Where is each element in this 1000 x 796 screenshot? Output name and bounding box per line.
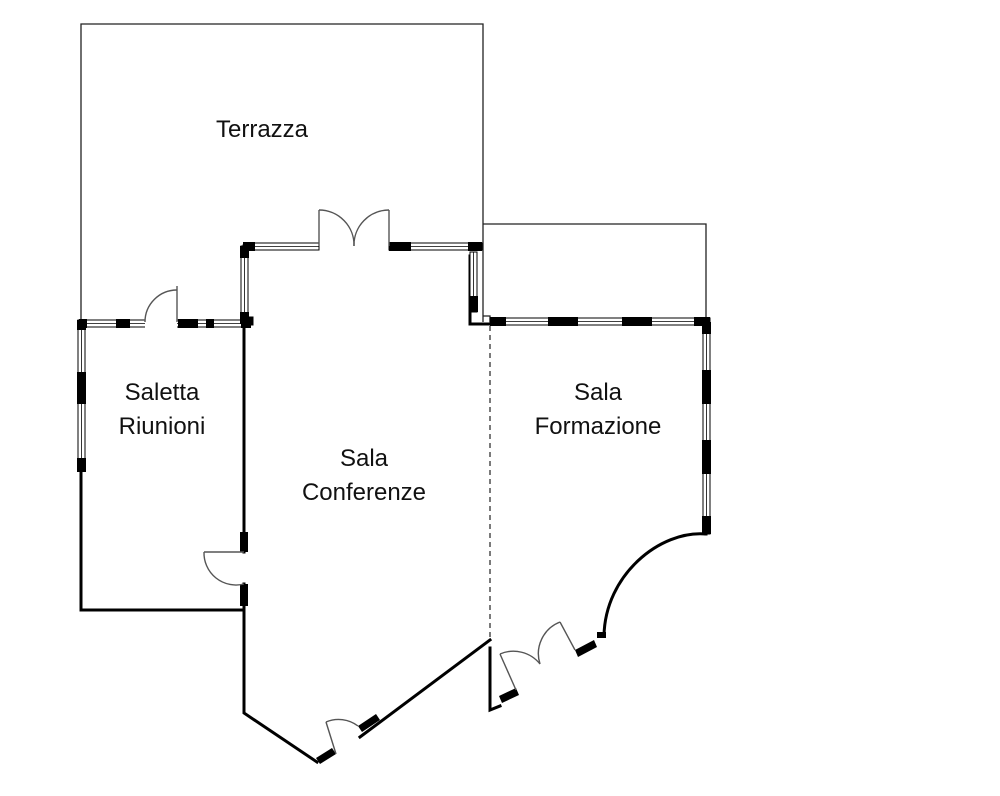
room-label-saletta-line2: Riunioni [118,413,206,440]
room-label-saletta-line1: Saletta [124,379,200,406]
window-conferenze-right [469,251,478,313]
window-saletta-left [77,319,86,472]
annex-outline [483,223,707,322]
room-label-formazione-line2: Formazione [534,413,662,440]
window-conferenze-left [240,245,249,324]
room-label-sala-conferenze: Sala Conferenze [272,442,456,510]
terrazza-outline [80,23,484,322]
doors [144,209,576,755]
curved-wall [602,532,707,637]
room-label-formazione-line1: Sala [573,379,623,406]
room-label-conferenze-line2: Conferenze [301,479,427,506]
room-label-sala-formazione: Sala Formazione [506,376,690,444]
room-label-saletta-riunioni: Saletta Riunioni [96,376,228,444]
window-conferenze-top-left [243,242,320,251]
window-conferenze-top-right [388,242,483,251]
door-jambs [240,532,597,764]
room-label-terrazza-line1: Terrazza [215,116,309,143]
room-label-conferenze-line1: Sala [339,445,389,472]
window-formazione-top [489,317,711,326]
window-formazione-right [702,321,711,535]
room-label-terrazza: Terrazza [186,113,338,147]
